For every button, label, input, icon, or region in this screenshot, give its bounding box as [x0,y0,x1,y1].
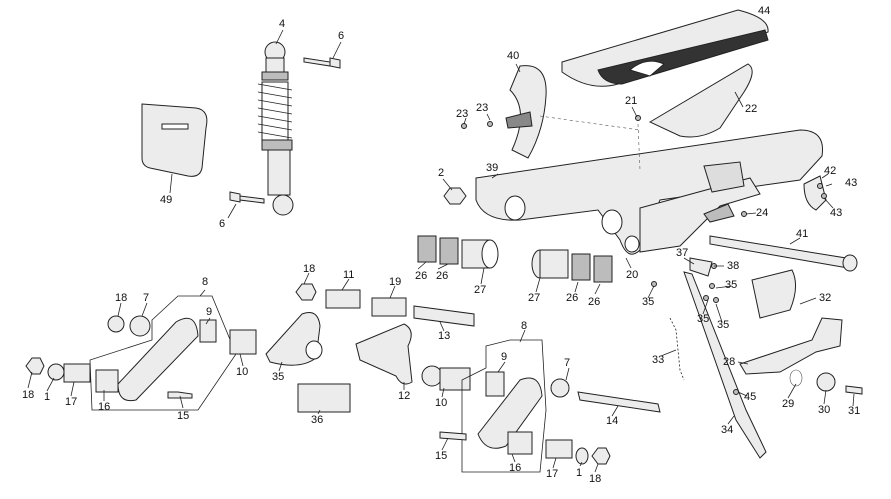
label-18-center: 18 [303,263,316,275]
linkage-8-left-part [25,295,257,411]
swingarm-part [475,129,824,255]
label-37: 37 [676,247,689,259]
label-26-b: 26 [436,270,449,282]
label-13: 13 [438,330,451,342]
label-6-top: 6 [338,30,345,42]
alignment-guides [539,115,641,171]
label-15-left: 15 [177,410,190,422]
lever-28-part [739,317,843,375]
label-18-right: 18 [589,473,602,485]
bolt-6-bottom-part [229,191,265,204]
nut-2-part [443,187,467,205]
axle-nut [842,254,858,272]
label-49: 49 [160,194,173,206]
bearing-set-right-part [531,249,613,283]
label-35-d: 35 [717,319,730,331]
label-1-right: 1 [576,467,583,479]
label-21: 21 [625,95,638,107]
linkage-8-right-part [439,339,661,473]
label-33: 33 [652,354,665,366]
label-39: 39 [486,162,499,174]
label-18-leftmost: 18 [22,389,35,401]
label-23-b: 23 [476,102,489,114]
label-36: 36 [311,414,324,426]
label-38: 38 [727,260,740,272]
bracket-42-part [803,175,827,211]
bearing-set-left-part [417,235,499,269]
label-35-e: 35 [272,371,285,383]
label-44: 44 [758,5,771,17]
label-8-left: 8 [202,276,209,288]
label-9-left: 9 [206,306,213,318]
label-24: 24 [756,207,769,219]
label-29: 29 [782,398,795,410]
label-41: 41 [796,228,809,240]
label-26-d: 26 [588,296,601,308]
label-22: 22 [745,103,758,115]
label-7-left: 7 [143,292,150,304]
label-31: 31 [848,405,861,417]
side-stand-assembly-part [669,257,767,459]
bracket-32-part [751,269,796,319]
label-30: 30 [818,404,831,416]
label-23-a: 23 [456,108,469,120]
label-2: 2 [438,167,445,179]
rear-shock-absorber-part [257,41,294,216]
label-32: 32 [819,292,832,304]
label-6-bottom: 6 [219,218,226,230]
label-26-a: 26 [415,270,428,282]
label-45: 45 [744,391,757,403]
label-10-left: 10 [236,366,249,378]
washer-30-part [816,372,836,392]
label-17-left: 17 [65,396,78,408]
label-27-b: 27 [528,292,541,304]
label-35-c: 35 [697,313,710,325]
label-16-right: 16 [509,462,522,474]
label-17-right: 17 [546,468,559,480]
label-34: 34 [721,424,734,436]
tail-fairing-part [561,9,769,87]
label-1-left: 1 [44,391,51,403]
leader-lines [27,29,855,473]
spring-29-part [789,369,803,387]
label-16-left: 16 [98,401,111,413]
label-35-a: 35 [642,296,655,308]
center-linkage-part [265,283,475,413]
bolt-31-part [845,385,863,395]
label-19: 19 [389,276,402,288]
label-15-right: 15 [435,450,448,462]
label-28: 28 [723,356,736,368]
protection-plate-part [141,103,208,177]
plate-slot [161,123,189,130]
label-7-right: 7 [564,357,571,369]
label-43-b: 43 [830,207,843,219]
label-42: 42 [824,165,837,177]
label-40: 40 [507,50,520,62]
chain-guard-cover-part [648,63,753,138]
label-20: 20 [626,269,639,281]
label-35-b: 35 [725,279,738,291]
label-27-a: 27 [474,284,487,296]
label-10-right: 10 [435,397,448,409]
label-43-a: 43 [845,177,858,189]
label-9-right: 9 [501,351,508,363]
label-26-c: 26 [566,292,579,304]
bolt-6-top-part [303,57,341,69]
label-4: 4 [279,18,286,30]
label-12: 12 [398,390,411,402]
label-18-left: 18 [115,292,128,304]
chain-slider-24-part [703,203,735,223]
label-11: 11 [343,269,355,281]
label-14: 14 [606,415,619,427]
chain-guard-disc-part [505,65,547,159]
label-8-right: 8 [521,320,528,332]
